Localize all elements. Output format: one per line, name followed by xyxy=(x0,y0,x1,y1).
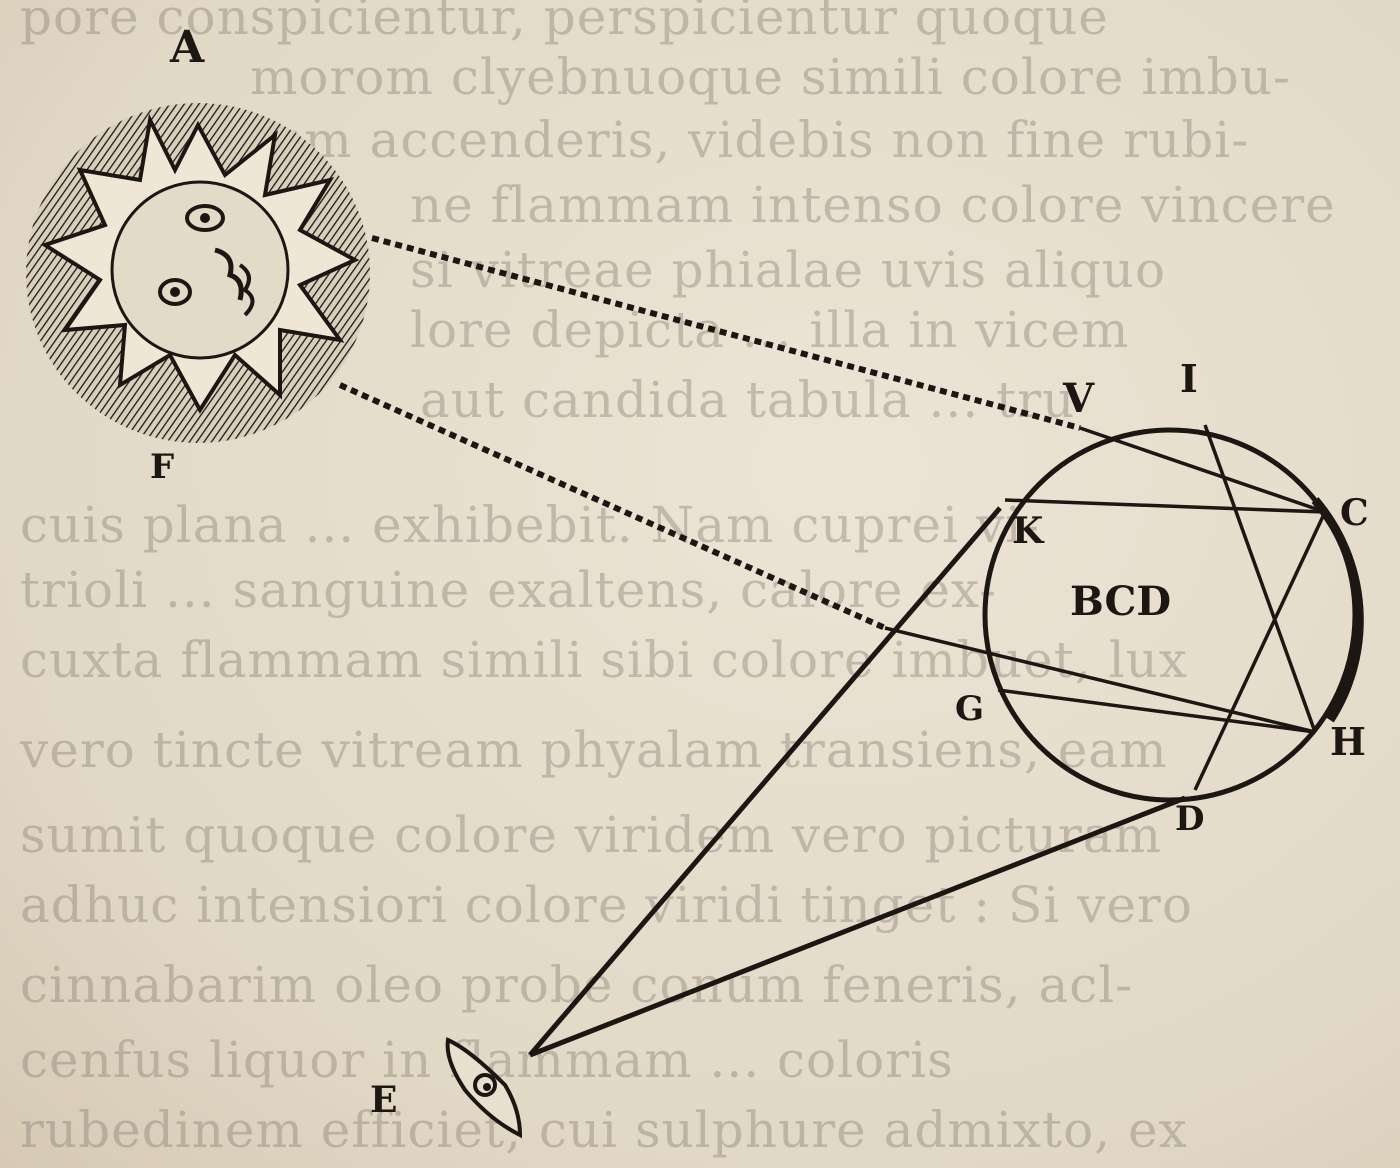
eye-icon xyxy=(445,1037,523,1139)
dashed-ray-lower xyxy=(338,382,887,631)
label-e: E xyxy=(370,1079,397,1121)
text-line: ne flammam intenso colore vincere xyxy=(410,176,1336,234)
text-line: vero tincte vitream phyalam transiens, e… xyxy=(20,721,1168,779)
text-line: rubedinem efficiet, cui sulphure admixto… xyxy=(20,1101,1188,1159)
sun-icon xyxy=(26,103,370,443)
label-v: V xyxy=(1062,375,1095,422)
refraction-lines xyxy=(528,424,1327,1058)
label-g: G xyxy=(955,689,984,729)
text-line: sumit quoque colore viridem vero pictura… xyxy=(20,806,1163,864)
text-line: pore conspicientur, perspicientur quoque xyxy=(20,0,1109,46)
label-i: I xyxy=(1180,356,1198,401)
dashed-ray-upper xyxy=(371,235,1081,431)
label-k: K xyxy=(1012,510,1045,552)
label-a: A xyxy=(169,22,205,73)
text-line: adhuc intensiori colore viridi tinget : … xyxy=(20,876,1193,934)
label-bcd: BCD xyxy=(1070,578,1171,625)
text-line: tum accenderis, videbis non fine rubi- xyxy=(250,111,1250,169)
label-f: F xyxy=(150,447,174,487)
text-line: morom clyebnuoque simili colore imbu- xyxy=(250,48,1291,106)
text-line: si vitreae phialae uvis aliquo xyxy=(410,241,1167,299)
label-c: C xyxy=(1340,492,1369,534)
text-line: cuis plana ... exhibebit. Nam cuprei vi- xyxy=(20,496,1041,554)
label-d: D xyxy=(1175,799,1204,839)
label-h: H xyxy=(1330,719,1366,764)
